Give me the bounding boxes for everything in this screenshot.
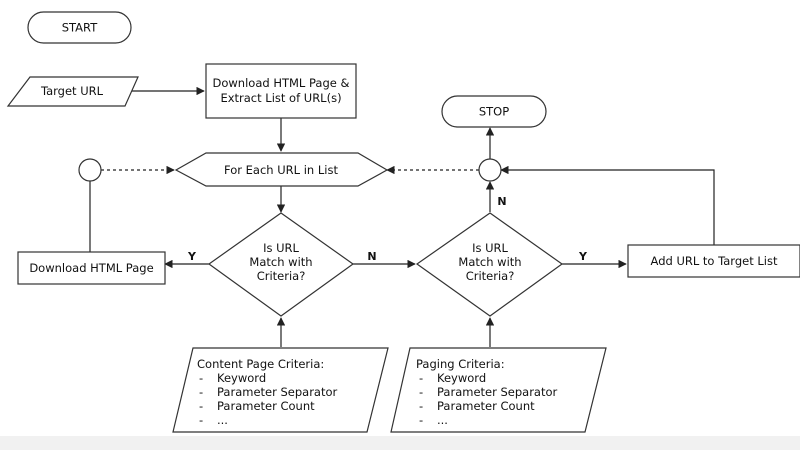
paging-criteria-bullet: -	[419, 371, 423, 385]
content-decision-line-1: Is URL	[263, 241, 299, 255]
paging-criteria-bullet: -	[419, 413, 423, 427]
add-url-label: Add URL to Target List	[651, 254, 778, 268]
paging-decision-line-3: Criteria?	[466, 269, 515, 283]
content-criteria-item: ...	[217, 413, 228, 427]
content-criteria-title: Content Page Criteria:	[197, 357, 324, 371]
download-extract-line-1: Download HTML Page &	[213, 76, 350, 90]
content-criteria-bullet: -	[199, 413, 203, 427]
for-each-label: For Each URL in List	[224, 163, 338, 177]
target-url-node: Target URL	[6, 76, 139, 107]
paging-criteria-bullet: -	[419, 385, 423, 399]
connector-right	[478, 158, 502, 182]
paging-criteria-item: Keyword	[437, 371, 486, 385]
edge-label-paging-no: N	[497, 195, 506, 208]
edge-add-url-loop	[500, 165, 715, 245]
edge-label-content-yes: Y	[187, 250, 197, 263]
content-decision-node: Is URL Match with Criteria?	[207, 212, 355, 317]
content-criteria-item: Parameter Separator	[217, 385, 338, 399]
download-extract-node: Download HTML Page & Extract List of URL…	[205, 63, 357, 119]
download-page-label: Download HTML Page	[29, 261, 153, 275]
connector-left	[78, 158, 102, 182]
content-criteria-bullet: -	[199, 385, 203, 399]
stop-label: STOP	[479, 105, 509, 119]
download-extract-line-2: Extract List of URL(s)	[220, 91, 341, 105]
content-criteria-bullet: -	[199, 399, 203, 413]
paging-decision-line-1: Is URL	[472, 241, 508, 255]
content-decision-line-3: Criteria?	[257, 269, 306, 283]
edge-label-paging-yes: Y	[578, 250, 588, 263]
paging-decision-node: Is URL Match with Criteria?	[415, 212, 564, 317]
content-criteria-item: Keyword	[217, 371, 266, 385]
paging-criteria-item: Parameter Separator	[437, 385, 558, 399]
paging-criteria-bullet: -	[419, 399, 423, 413]
paging-decision-line-2: Match with	[458, 255, 521, 269]
paging-criteria-title: Paging Criteria:	[416, 357, 505, 371]
start-node: START	[27, 11, 132, 44]
content-criteria-node: Content Page Criteria: - Keyword - Param…	[172, 347, 389, 433]
start-label: START	[62, 21, 98, 35]
download-page-node: Download HTML Page	[17, 251, 166, 285]
content-decision-line-2: Match with	[249, 255, 312, 269]
target-url-label: Target URL	[40, 84, 104, 98]
bottom-strip	[0, 436, 800, 450]
paging-criteria-item: Parameter Count	[437, 399, 535, 413]
content-criteria-item: Parameter Count	[217, 399, 315, 413]
paging-criteria-item: ...	[437, 413, 448, 427]
content-criteria-bullet: -	[199, 371, 203, 385]
for-each-node: For Each URL in List	[174, 152, 389, 187]
edge-label-content-no: N	[367, 250, 376, 263]
stop-node: STOP	[441, 95, 547, 128]
paging-criteria-node: Paging Criteria: - Keyword - Parameter S…	[390, 347, 607, 433]
edges	[89, 86, 715, 347]
add-url-node: Add URL to Target List	[627, 244, 800, 278]
